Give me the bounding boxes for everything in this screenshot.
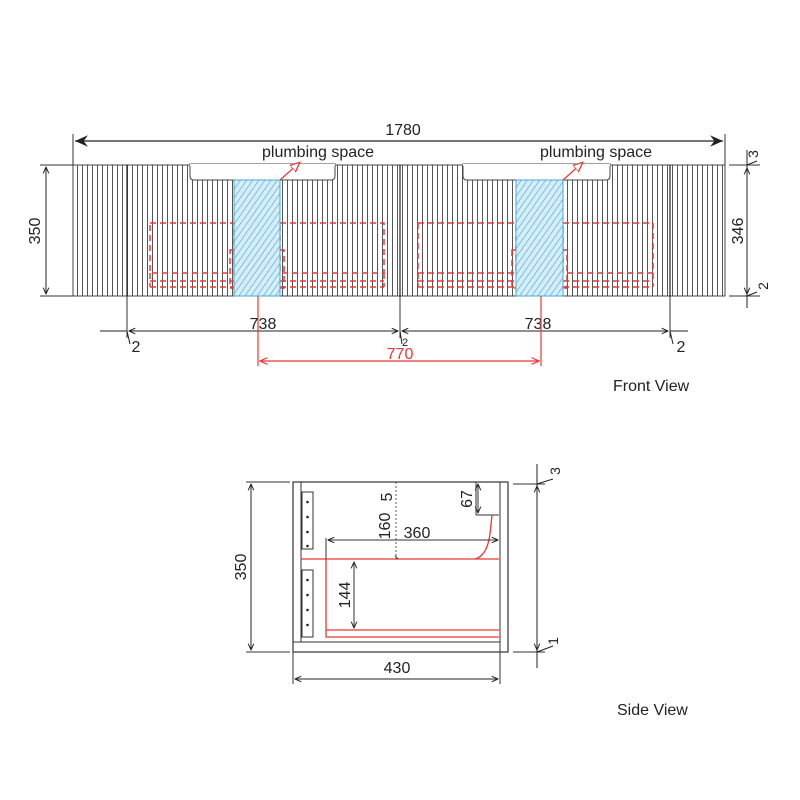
overall-width-dimension: 1780 — [72, 122, 726, 165]
cabinet-front — [72, 163, 726, 297]
plumbing-label-left: plumbing space — [262, 144, 374, 161]
drawer-width-dimensions: 738 738 2 2 2 — [100, 296, 688, 356]
drawer-runner-upper — [301, 491, 314, 550]
svg-text:738: 738 — [250, 316, 277, 333]
side-carcass — [292, 481, 509, 653]
plumbing-label-right: plumbing space — [540, 144, 652, 161]
svg-text:3: 3 — [745, 150, 761, 158]
svg-text:144: 144 — [337, 582, 354, 609]
overall-width-label: 1780 — [385, 122, 421, 139]
plumbing-center-dimension: 770 — [257, 296, 542, 366]
front-view: 1780 — [27, 122, 771, 395]
top-recess-left — [189, 163, 336, 181]
plumbing-zone-right — [515, 179, 564, 297]
side-depth-dimension: 430 — [292, 652, 501, 684]
plumbing-pointer-arrow — [562, 163, 582, 181]
drawer-runner-lower — [301, 569, 314, 638]
plumbing-zone-left — [233, 179, 281, 297]
side-right-dimension: 3 1 — [513, 464, 563, 668]
svg-text:738: 738 — [525, 316, 552, 333]
height-dimension-left: 350 — [27, 164, 73, 297]
top-recess-right — [462, 163, 611, 181]
svg-text:346: 346 — [730, 218, 747, 245]
svg-text:1: 1 — [545, 637, 561, 645]
side-view-title: Side View — [617, 702, 688, 719]
svg-text:770: 770 — [387, 346, 414, 363]
svg-text:160: 160 — [377, 513, 394, 540]
svg-text:2: 2 — [132, 339, 141, 356]
front-view-title: Front View — [613, 378, 690, 395]
side-height-dimension: 350 — [233, 481, 290, 653]
svg-text:3: 3 — [547, 467, 563, 475]
svg-text:2: 2 — [402, 337, 408, 349]
side-view: 5 160 360 67 144 350 3 1 430 — [233, 464, 688, 719]
height-dimension-right: 346 3 2 — [729, 150, 771, 308]
svg-text:360: 360 — [404, 525, 431, 542]
svg-text:5: 5 — [379, 492, 396, 501]
svg-text:67: 67 — [459, 490, 476, 508]
svg-text:2: 2 — [755, 282, 771, 290]
plumbing-pointer-arrow — [279, 163, 299, 181]
svg-text:350: 350 — [27, 218, 44, 245]
drawer-profile — [301, 514, 499, 638]
svg-text:2: 2 — [677, 339, 686, 356]
svg-text:350: 350 — [233, 554, 250, 581]
svg-text:430: 430 — [384, 660, 411, 677]
